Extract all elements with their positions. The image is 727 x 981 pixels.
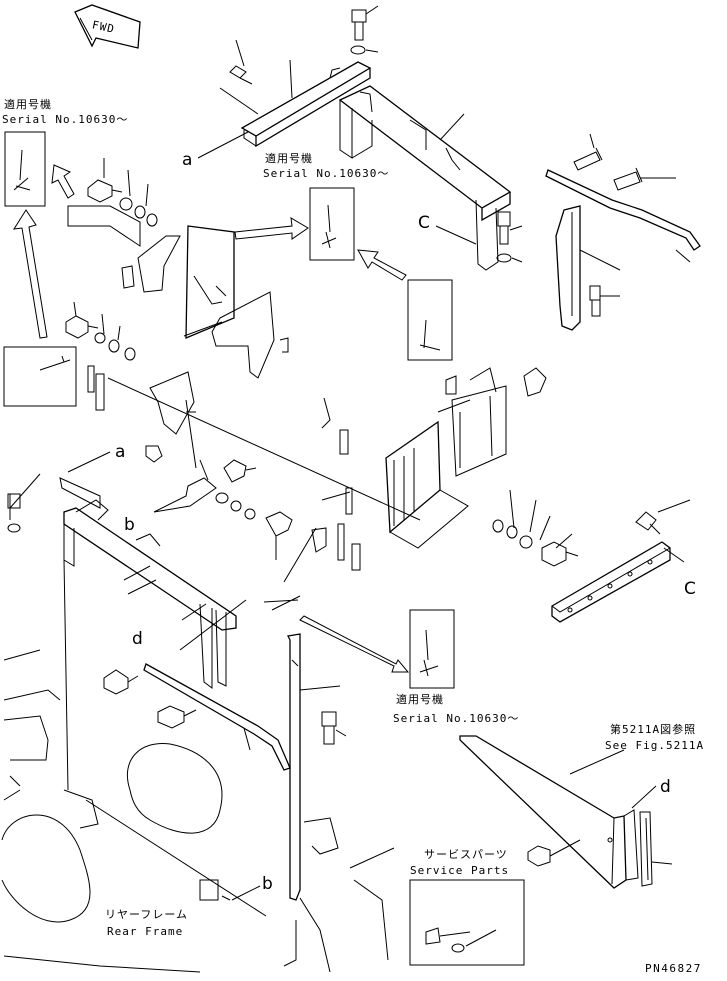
- detail-box-2: [309, 187, 355, 261]
- ref-label-c2: C: [684, 579, 696, 599]
- stay-rod: [545, 169, 701, 251]
- service-parts-en: Service Parts: [410, 864, 509, 877]
- applicable-note-3-jp: 適用号機: [396, 692, 444, 706]
- detail-box-4: [407, 279, 453, 361]
- bolt-icon: [573, 133, 603, 171]
- bolt-icon: [613, 167, 676, 191]
- part-number: PN46827: [645, 962, 702, 975]
- bolt-icon: [215, 459, 293, 560]
- applicable-note-2-jp: 適用号機: [265, 151, 313, 165]
- see-fig-jp: 第5211A図参照: [610, 722, 696, 736]
- bolt-icon: [229, 39, 253, 85]
- ref-label-c1: C: [418, 213, 430, 233]
- leader-line: [107, 377, 421, 521]
- bolt-icon: [87, 158, 158, 227]
- a-arrow-2: [67, 451, 111, 473]
- hollow-arrow-up: [13, 209, 48, 339]
- service-parts-box: [409, 879, 525, 966]
- ref-label-d1: d: [132, 629, 143, 649]
- b-arrow-2: [231, 885, 261, 901]
- detail-box-3: [409, 609, 455, 689]
- b-arrow: [181, 603, 207, 621]
- side-bracket-plate: [459, 735, 673, 889]
- bolt-icon: [321, 711, 347, 745]
- detail-box-5: [3, 346, 77, 407]
- bolt-icon: [65, 301, 136, 361]
- see-fig-arrow: [569, 749, 625, 775]
- left-frame: [7, 473, 237, 791]
- ref-label-a2: a: [115, 442, 125, 462]
- rear-frame-outline: [1, 649, 395, 973]
- hollow-arrow-5: [299, 615, 410, 673]
- c-arrow: [435, 225, 477, 245]
- applicable-note-1-en: Serial No.10630～: [2, 113, 128, 126]
- applicable-note-1-jp: 適用号機: [4, 97, 52, 111]
- applicable-note-2-en: Serial No.10630～: [263, 167, 389, 180]
- center-bracket: [149, 225, 289, 469]
- bolt-icon: [157, 705, 197, 729]
- ref-label-d2: d: [660, 777, 671, 797]
- upper-bracket-beam: [219, 59, 372, 148]
- small-link: [153, 477, 217, 513]
- top-right-frame: [338, 85, 512, 271]
- center-box-frame: [385, 367, 507, 549]
- see-fig-en: See Fig.5211A: [605, 739, 704, 752]
- bolt-icon: [492, 489, 579, 567]
- c-arrow-2: [663, 547, 685, 563]
- d-arrow: [631, 785, 657, 809]
- fwd-label: FWD: [91, 18, 116, 35]
- rear-frame-en: Rear Frame: [107, 925, 183, 938]
- applicable-note-3-en: Serial No.10630～: [393, 712, 519, 725]
- rear-frame-jp: リヤーフレーム: [105, 908, 188, 921]
- ref-label-b1: b: [124, 515, 135, 535]
- hollow-arrow-4: [357, 249, 407, 281]
- service-parts-jp: サービスパーツ: [424, 848, 508, 861]
- bolt-icon: [496, 211, 523, 263]
- fwd-arrow-icon: FWD: [74, 4, 141, 49]
- bolt-icon: [103, 669, 139, 695]
- ref-label-a1: a: [182, 150, 192, 170]
- detail-box-1: [4, 131, 46, 207]
- hollow-arrow-2: [51, 164, 75, 199]
- curved-bracket: [137, 235, 181, 293]
- bolt-icon: [350, 5, 379, 55]
- right-plate: [555, 205, 621, 331]
- bolt-icon: [527, 839, 581, 867]
- hollow-arrow-3: [234, 217, 309, 240]
- lower-stay-rod: [143, 663, 291, 771]
- right-lower-beam: [551, 499, 691, 623]
- ref-label-b2: b: [262, 874, 273, 894]
- vertical-plate: [283, 633, 341, 967]
- a-arrow-1: [197, 131, 249, 159]
